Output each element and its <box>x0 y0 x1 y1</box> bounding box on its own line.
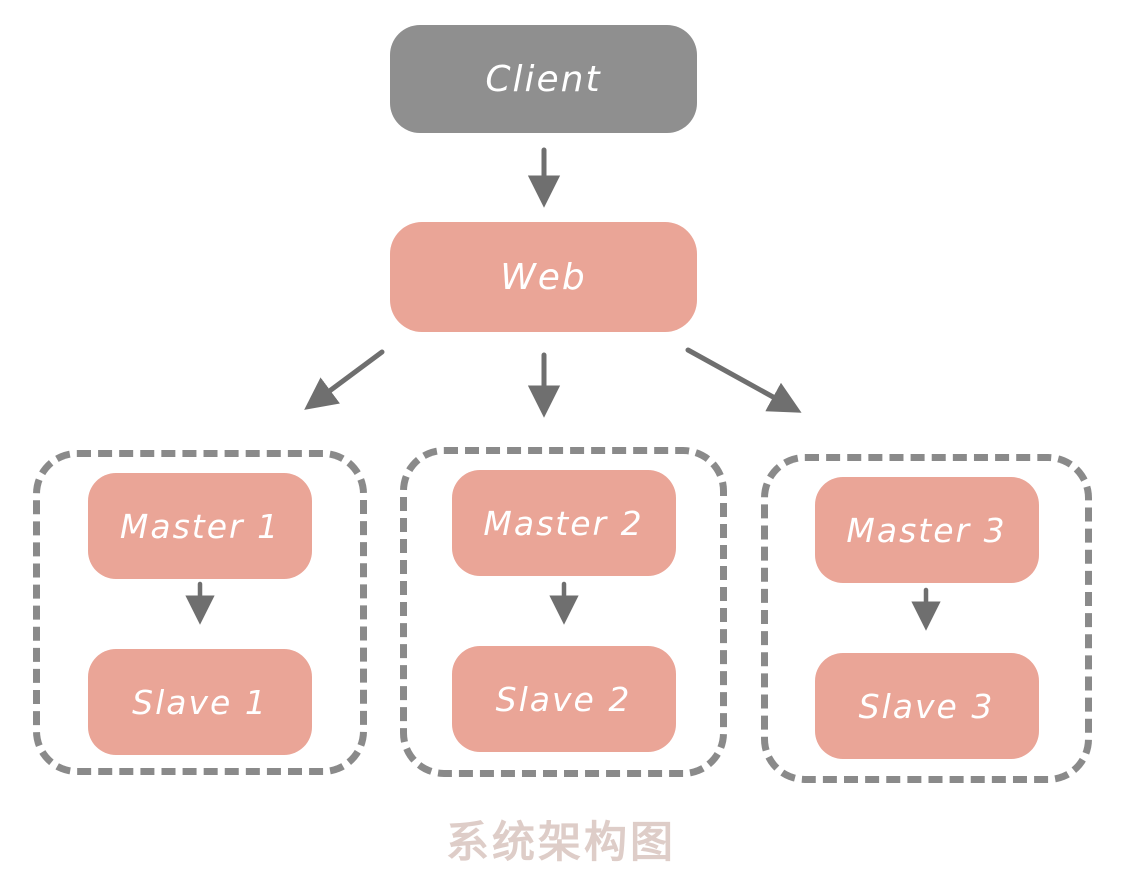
slave-3-node: Slave 3 <box>814 653 1039 759</box>
diagram-caption: 系统架构图 <box>446 818 676 868</box>
arrow-web-to-group1 <box>304 349 385 410</box>
group-1: Master 1 Slave 1 <box>33 450 367 775</box>
web-node: Web <box>390 222 697 332</box>
group-2: Master 2 Slave 2 <box>400 447 727 777</box>
client-node: Client <box>390 25 697 133</box>
master-3-node: Master 3 <box>814 477 1039 583</box>
master-2-node: Master 2 <box>451 470 676 576</box>
master-2-label: Master 2 <box>483 503 644 543</box>
master-3-label: Master 3 <box>846 510 1007 550</box>
group-3: Master 3 Slave 3 <box>761 454 1092 783</box>
slave-1-node: Slave 1 <box>88 649 312 755</box>
web-label: Web <box>500 256 587 298</box>
slave-3-label: Slave 3 <box>858 686 995 726</box>
master-1-label: Master 1 <box>119 506 281 546</box>
arrow-web-to-group3 <box>685 347 802 413</box>
master-1-node: Master 1 <box>88 473 312 579</box>
slave-1-label: Slave 1 <box>132 682 268 722</box>
slave-2-label: Slave 2 <box>495 679 632 719</box>
client-label: Client <box>485 58 602 100</box>
slave-2-node: Slave 2 <box>451 646 676 752</box>
